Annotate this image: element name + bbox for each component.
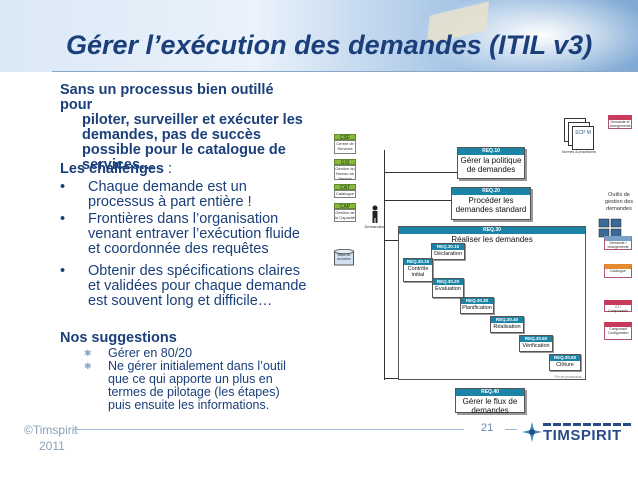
person-icon [372, 205, 378, 223]
process-req20: REQ.20 Procéder les demandes standard [451, 187, 531, 220]
document-stack-label: SCP M [572, 126, 594, 150]
suggestion-item: ✱ Ne gérer initialement dans l’outil que… [84, 360, 294, 412]
step-code: REQ.30.40 [491, 317, 523, 323]
left-box-code: CAT [334, 184, 356, 191]
left-box-code: CSF [334, 134, 356, 141]
right-box: Demande et changements [608, 115, 632, 129]
process-label: Gérer la politique de demandes [460, 156, 522, 174]
intro-text: Sans un processus bien outillé pour pilo… [60, 83, 305, 173]
step-label: Déclaration [434, 251, 462, 257]
step-code: REQ.30.20 [433, 279, 463, 285]
bottom-caption: Fin de processus [554, 375, 582, 379]
process-code: REQ.20 [452, 188, 530, 195]
database-label: Base de données [337, 253, 351, 261]
top-right-caption: Normes & procédures [561, 150, 597, 154]
tools-caption: Outils de gestion des demandes [604, 192, 634, 212]
process-code: REQ.30 [399, 227, 585, 234]
challenges-label: Les challenges [60, 161, 164, 177]
process-label: Gérer le flux de demandes [462, 397, 518, 415]
header-banner [0, 0, 638, 72]
challenge-item: • Frontières dans l’organisation venant … [60, 212, 320, 276]
logo-text: TIMSPIRIT [543, 427, 622, 444]
slide-title: Gérer l’exécution des demandes (ITIL v3) [66, 30, 593, 60]
title-underline [52, 71, 638, 72]
step-code: REQ.30.10 [432, 244, 464, 250]
left-box-label: Gestion du Niveau de Service [334, 165, 356, 181]
step-code: REQ.30.60 [550, 355, 580, 361]
right-box: CI / Composants [604, 300, 632, 313]
bullet-dot: • [60, 179, 66, 195]
suggestion-marker: ✱ [84, 348, 92, 358]
step-label: Vérification [522, 343, 550, 349]
step-code: REQ.30.50 [520, 336, 552, 342]
left-box-label: Centre de Services [334, 140, 356, 154]
suggestion-text: Gérer en 80/20 [108, 346, 193, 360]
copyright-line: ©Timspirit [24, 423, 78, 437]
bullet-dot: • [60, 263, 66, 279]
intro-line: possible pour le catalogue de [82, 142, 286, 158]
process-req40: REQ.40 Gérer le flux de demandes [455, 388, 525, 415]
step-label: Réalisation [493, 324, 521, 330]
left-box-code: CAP [334, 203, 356, 210]
step-box: REQ.30.10 Déclaration [431, 243, 465, 260]
step-label: Contrôle initial [407, 266, 429, 278]
step-box: REQ.30.20 Évaluation [432, 278, 464, 298]
step-box: REQ.30.50 Vérification [519, 335, 553, 352]
step-box: REQ.30.40 Réalisation [490, 316, 524, 333]
step-code: REQ.30.15 [404, 259, 432, 265]
challenge-item: • Obtenir des spécifications claires et … [60, 264, 320, 328]
step-label: Clôture [556, 362, 574, 368]
challenge-text: Obtenir des spécifications claires et va… [88, 263, 307, 309]
demandeur-label: Demandeur [364, 224, 386, 229]
process-label: Procéder les demandes standard [455, 196, 527, 214]
left-box-code: GSI [334, 159, 356, 166]
step-box: REQ.30.30 Planification [460, 297, 494, 314]
challenge-text: Chaque demande est un processus à part e… [88, 179, 252, 210]
logo-stripes [543, 423, 633, 426]
suggestion-marker: ✱ [84, 361, 92, 371]
left-box-label: Catalogue [334, 190, 356, 198]
challenge-text: Frontières dans l’organisation venant en… [88, 211, 300, 257]
suggestion-text: Ne gérer initialement dans l’outil que c… [108, 359, 286, 412]
copyright-line: 2011 [39, 439, 65, 453]
right-box: Composant Configuration [604, 322, 632, 340]
process-label: Réaliser les demandes [451, 235, 533, 244]
footer-divider [505, 429, 517, 430]
suggestion-item: ✱ Gérer en 80/20 [84, 347, 294, 361]
challenge-item: • Chaque demande est un processus à part… [60, 180, 320, 214]
connector [384, 200, 452, 201]
bullet-dot: • [60, 211, 66, 227]
page-number: 21 [481, 422, 494, 434]
footer-divider [74, 429, 464, 430]
intro-line: piloter, surveiller et exécuter les [82, 112, 303, 128]
connector [384, 172, 458, 173]
challenges-heading: Les challenges : [60, 161, 172, 177]
process-code: REQ.40 [456, 389, 524, 396]
step-box: REQ.30.15 Contrôle initial [403, 258, 433, 282]
right-box: Catalogue [604, 264, 632, 278]
process-code: REQ.10 [458, 148, 524, 155]
connector [384, 150, 385, 380]
database-icon [334, 249, 354, 266]
process-req10: REQ.10 Gérer la politique de demandes [457, 147, 525, 179]
intro-line: demandes, pas de succès [82, 127, 261, 143]
challenges-colon: : [163, 161, 173, 177]
step-label: Planification [462, 305, 492, 311]
timspirit-logo-icon [522, 422, 542, 442]
copyright: ©Timspirit 2011 [24, 422, 78, 454]
right-box: Demande / changements [604, 236, 632, 250]
left-box-label: Gestion de la Capacité [334, 209, 356, 222]
intro-line: Sans un processus bien outillé pour [60, 82, 274, 113]
step-box: REQ.30.60 Clôture [549, 354, 581, 371]
connector [384, 240, 400, 241]
step-code: REQ.30.30 [461, 298, 493, 304]
step-label: Évaluation [435, 286, 461, 292]
suggestions-heading: Nos suggestions [60, 330, 177, 346]
intro-line: services… [82, 157, 155, 173]
